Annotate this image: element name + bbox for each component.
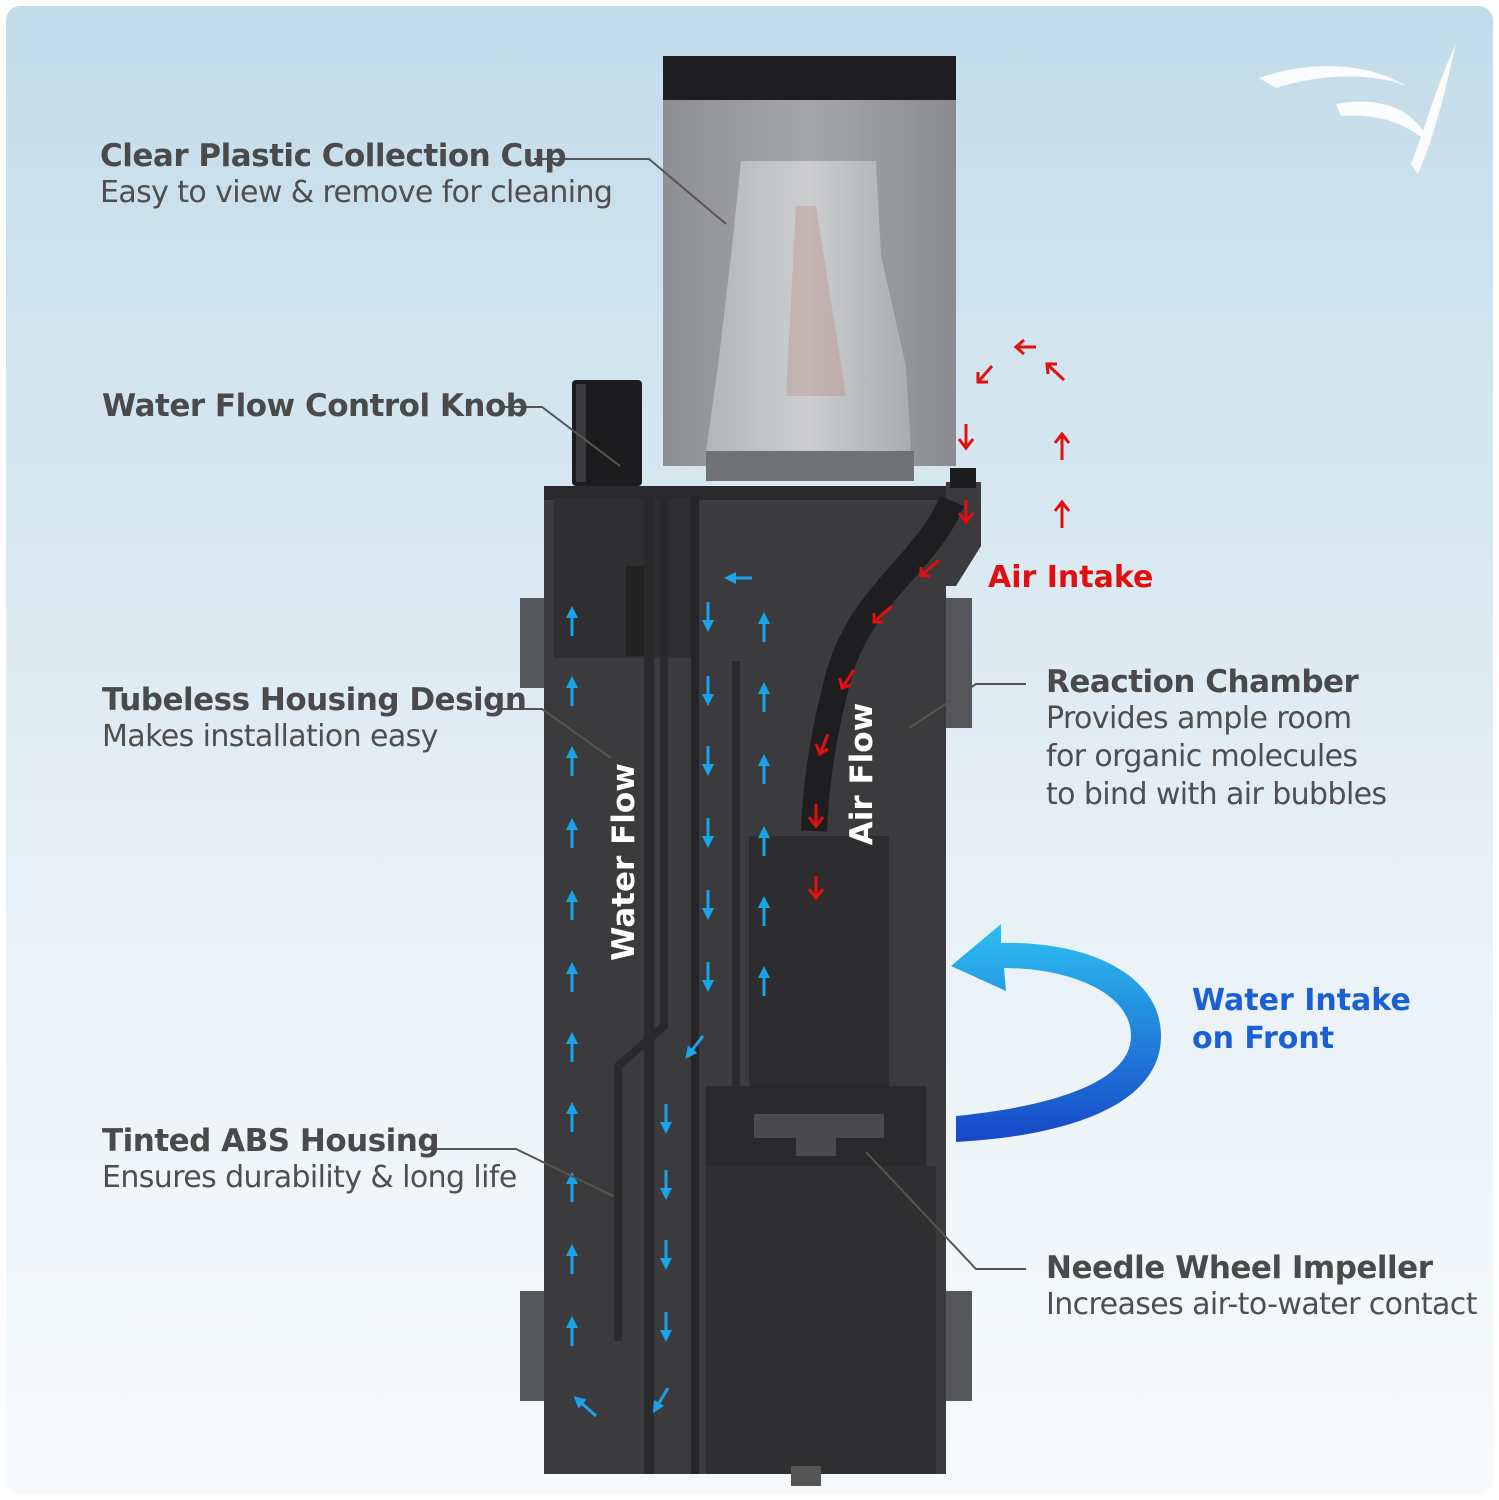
tubeless-desc: Makes installation easy: [102, 719, 438, 754]
tubeless-label: Tubeless Housing Design Makes installati…: [102, 682, 527, 756]
water-arrow-diag: [573, 1396, 597, 1418]
collection-cup-label: Clear Plastic Collection Cup Easy to vie…: [100, 138, 613, 212]
impeller-title: Needle Wheel Impeller: [1046, 1250, 1433, 1286]
water-flow-arrows: [566, 572, 770, 1418]
diagram-canvas: Water Flow Air Flow Clear Plastic Collec…: [6, 6, 1493, 1494]
side-tab: [942, 1291, 972, 1401]
leader-impeller: [865, 1151, 1026, 1270]
leader-tubeless: [499, 708, 612, 759]
water-arrow-diag: [685, 1035, 705, 1059]
flow-knob-label: Water Flow Control Knob: [102, 388, 528, 424]
reaction-chamber-desc-line: for organic molecules: [1046, 739, 1358, 774]
main-housing: [544, 468, 981, 1486]
flow-knob: [572, 380, 642, 486]
air-flow-arrows: [807, 338, 1071, 901]
leader-flow-knob: [501, 406, 621, 467]
impeller-label: Needle Wheel Impeller Increases air-to-w…: [1046, 1250, 1477, 1324]
tubeless-title: Tubeless Housing Design: [102, 682, 527, 718]
air-flow-label: Air Flow: [844, 702, 880, 846]
collection-cup: [663, 56, 956, 481]
water-arrow-diag: [652, 1387, 670, 1414]
protein-skimmer-illustration: [424, 44, 1456, 1486]
impeller-desc: Increases air-to-water contact: [1046, 1287, 1477, 1322]
air-intake-label: Air Intake: [988, 560, 1154, 595]
flow-knob-title: Water Flow Control Knob: [102, 388, 528, 424]
leader-abs-housing: [424, 1148, 614, 1197]
water-flow-label: Water Flow: [606, 763, 642, 961]
reaction-chamber-desc-line: Provides ample room: [1046, 701, 1352, 736]
collection-cup-desc: Easy to view & remove for cleaning: [100, 175, 613, 210]
water-intake-line: on Front: [1192, 1021, 1335, 1056]
reaction-chamber-desc-line: to bind with air bubbles: [1046, 777, 1387, 812]
side-tab: [942, 598, 972, 728]
abs-housing-title: Tinted ABS Housing: [102, 1123, 440, 1159]
collection-cup-title: Clear Plastic Collection Cup: [100, 138, 567, 174]
leader-collection-cup: [534, 158, 727, 225]
reaction-chamber-label: Reaction Chamber Provides ample room for…: [1046, 664, 1387, 814]
water-intake-arrow: [951, 924, 1161, 1142]
leader-lines: [424, 158, 1026, 1270]
water-intake-label: Water Intake on Front: [1192, 982, 1411, 1058]
leader-reaction-chamber: [908, 683, 1026, 729]
reaction-chamber-title: Reaction Chamber: [1046, 664, 1359, 700]
abs-housing-label: Tinted ABS Housing Ensures durability & …: [102, 1123, 517, 1197]
brand-logo: [1259, 44, 1456, 174]
abs-housing-desc: Ensures durability & long life: [102, 1160, 517, 1195]
water-intake-line: Water Intake: [1192, 983, 1411, 1018]
